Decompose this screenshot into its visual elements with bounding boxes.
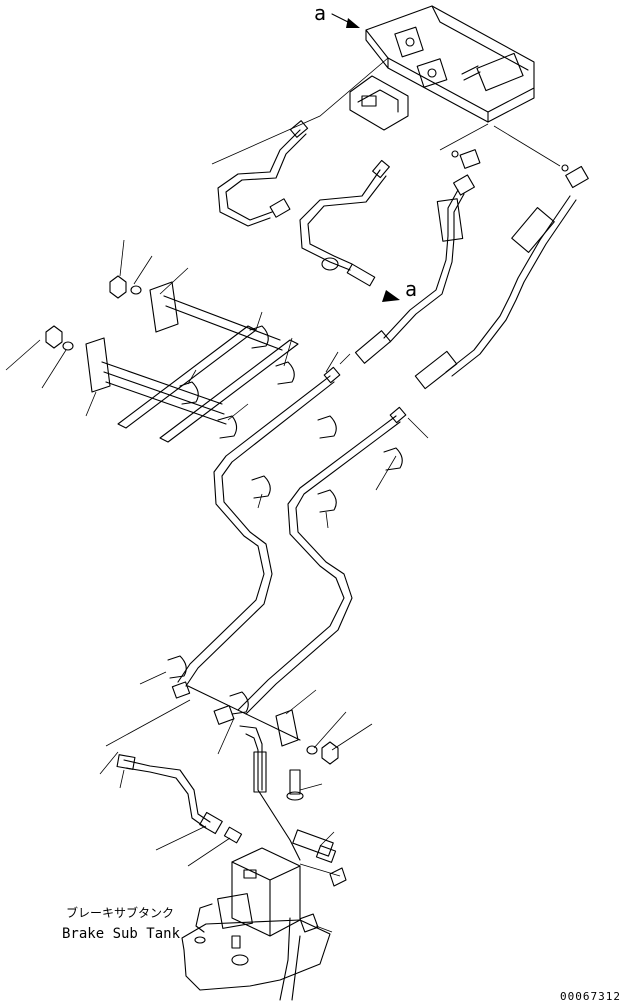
callout-japanese-label: ブレーキサブタンク — [66, 905, 174, 920]
callout-english-label: Brake Sub Tank — [62, 926, 181, 942]
view-marker-top-label: a — [314, 1, 326, 25]
drawing-number: 00067312 — [560, 990, 621, 1003]
lower-hoses — [116, 709, 339, 863]
valve-bracket-assembly — [349, 5, 535, 131]
view-marker-mid: a — [382, 277, 417, 302]
clamp-assembly-lower — [45, 325, 299, 443]
leader-lines — [5, 57, 561, 933]
brake-sub-tank-callout: ブレーキサブタンク Brake Sub Tank — [62, 905, 181, 942]
view-marker-mid-label: a — [405, 277, 417, 301]
brake-sub-tank-assembly — [181, 847, 347, 1001]
view-marker-top: a — [314, 1, 360, 28]
upper-hoses — [217, 120, 589, 390]
brake-tubes — [167, 366, 407, 741]
clamp-assembly-upper — [109, 275, 295, 385]
